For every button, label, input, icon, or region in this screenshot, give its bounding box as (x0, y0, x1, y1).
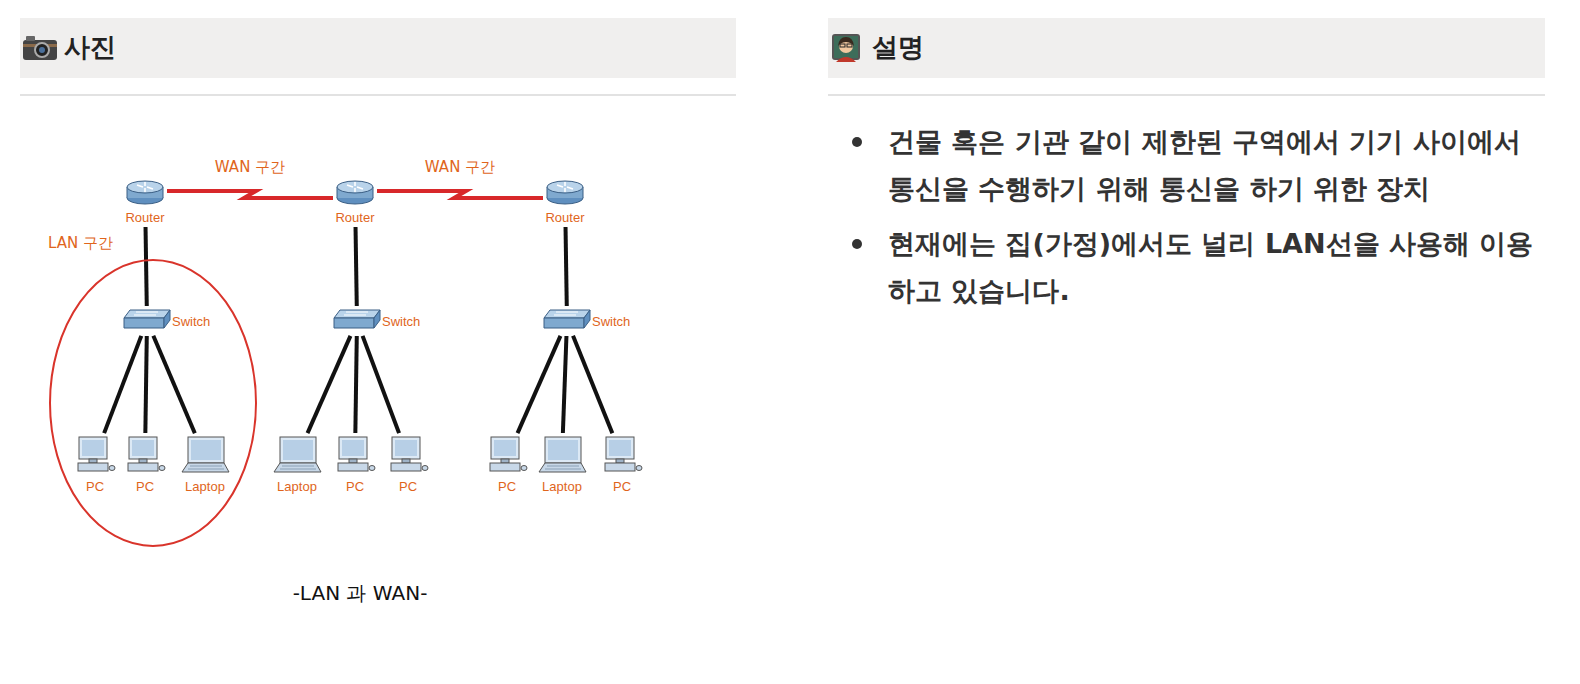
bullet-text: 건물 혹은 기관 같이 제한된 구역에서 기기 사이에서 통신을 수행하기 위해… (888, 126, 1521, 204)
lan-cable (104, 336, 141, 433)
panel-header (20, 18, 736, 78)
device-label: PC (346, 479, 364, 494)
device-label: Laptop (277, 479, 317, 494)
laptop-icon (180, 435, 230, 479)
lan-cable (308, 336, 351, 433)
pc-node: PC (124, 435, 166, 494)
link-label: WAN 구간 (423, 158, 497, 177)
pc-node: PC (601, 435, 643, 494)
camera-icon (22, 34, 58, 62)
region-label: LAN 구간 (48, 234, 113, 253)
pc-icon (486, 435, 528, 479)
device-label: Laptop (542, 479, 582, 494)
bullet-dot (852, 137, 862, 147)
device-label: Switch (592, 314, 630, 329)
bullet-dot (852, 239, 862, 249)
panel-header (828, 18, 1545, 78)
pc-node: PC (74, 435, 116, 494)
sw-icon (542, 308, 592, 334)
bullet-text: 현재에는 집(가정)에서도 널리 LAN선을 사용해 이용하고 있습니다. (888, 228, 1533, 306)
lan-cable (146, 227, 147, 306)
header-rule (20, 94, 736, 96)
router-node: Router (335, 178, 375, 225)
device-label: Router (545, 210, 584, 225)
device-label: Switch (382, 314, 420, 329)
lan-cable (573, 336, 612, 433)
pc-icon (601, 435, 643, 479)
lan-cable (363, 336, 399, 433)
device-label: PC (86, 479, 104, 494)
laptop-node: Laptop (537, 435, 587, 494)
device-label: Laptop (185, 479, 225, 494)
lan-cable (355, 336, 356, 433)
lan-region: LAN 구간PCPCLaptop (48, 258, 258, 548)
device-label: Switch (172, 314, 210, 329)
router-icon (125, 178, 165, 210)
pc-node: PC (486, 435, 528, 494)
lan-cable (356, 227, 357, 306)
wan-link (167, 191, 333, 198)
bullet-item: 건물 혹은 기관 같이 제한된 구역에서 기기 사이에서 통신을 수행하기 위해… (850, 118, 1540, 212)
sw-icon (122, 308, 172, 334)
device-label: Router (335, 210, 374, 225)
figure-caption: -LAN 과 WAN- (293, 580, 428, 607)
router-icon (545, 178, 585, 210)
teacher-icon (830, 32, 862, 64)
device-label: PC (399, 479, 417, 494)
lan-cable (566, 227, 567, 306)
laptop-icon (537, 435, 587, 479)
panel-title: 사진 (64, 30, 116, 65)
panel-title: 설명 (872, 30, 924, 65)
router-node: Router (545, 178, 585, 225)
sw-icon (332, 308, 382, 334)
lan-ellipse (48, 258, 258, 548)
device-label: PC (498, 479, 516, 494)
switch-node: Switch (122, 308, 210, 334)
header-rule (828, 94, 1545, 96)
lan-cable (518, 336, 561, 433)
lan-cable (563, 336, 567, 433)
link-label: WAN 구간 (213, 158, 287, 177)
router-node: Router (125, 178, 165, 225)
device-label: PC (136, 479, 154, 494)
lan-cable (145, 336, 146, 433)
device-label: Router (125, 210, 164, 225)
pc-icon (124, 435, 166, 479)
laptop-node: Laptop (180, 435, 230, 494)
pc-icon (74, 435, 116, 479)
switch-node: Switch (332, 308, 420, 334)
pc-icon (334, 435, 376, 479)
pc-icon (387, 435, 429, 479)
pc-node: PC (387, 435, 429, 494)
pc-node: PC (334, 435, 376, 494)
laptop-icon (272, 435, 322, 479)
bullet-item: 현재에는 집(가정)에서도 널리 LAN선을 사용해 이용하고 있습니다. (850, 220, 1540, 314)
device-label: PC (613, 479, 631, 494)
bullet-list: 건물 혹은 기관 같이 제한된 구역에서 기기 사이에서 통신을 수행하기 위해… (850, 118, 1540, 322)
lan-cable (153, 336, 195, 433)
switch-node: Switch (542, 308, 630, 334)
router-icon (335, 178, 375, 210)
laptop-node: Laptop (272, 435, 322, 494)
wan-link (377, 191, 543, 198)
